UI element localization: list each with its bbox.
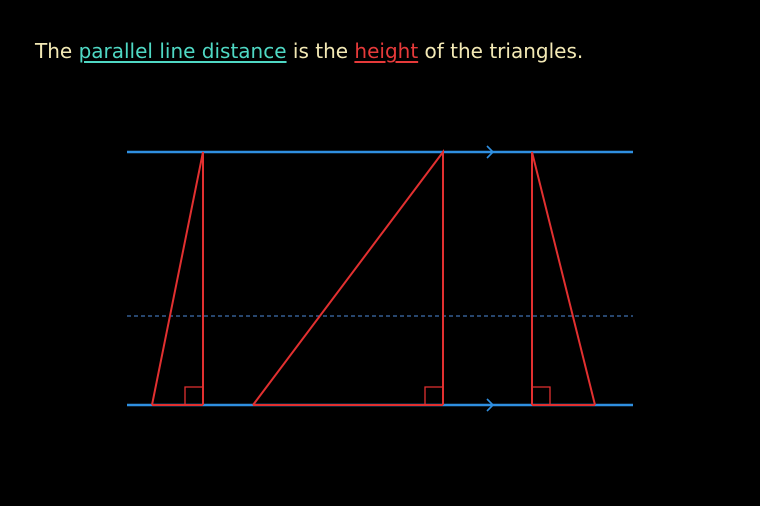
term-height: height [354, 39, 419, 63]
right-angle-marker-middle [424, 386, 443, 405]
top-parallel-marker-icon [486, 145, 495, 159]
bottom-parallel-marker-icon [486, 398, 495, 412]
right-angle-marker-left [184, 386, 203, 405]
caption: The parallel line distance is the height… [35, 38, 583, 64]
triangle-right [531, 151, 596, 406]
triangle-middle [252, 149, 444, 406]
caption-text-3: of the triangles. [418, 39, 584, 63]
right-angle-marker-right [532, 386, 551, 405]
caption-text-1: The [35, 39, 79, 63]
term-parallel-line-distance: parallel line distance [78, 39, 287, 63]
triangle-left [151, 151, 204, 406]
caption-text-2: is the [286, 39, 355, 63]
